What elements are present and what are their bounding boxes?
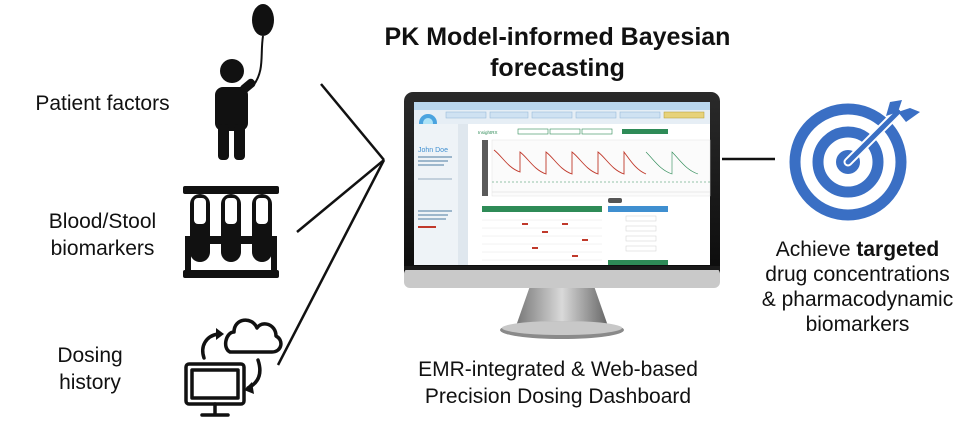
outcome-text: Achieve targeted drug concentrations & p… — [740, 237, 975, 337]
dashboard-monitor: John Doe InsightRX — [404, 92, 720, 339]
test-tubes-icon — [183, 186, 279, 278]
connector-patient — [320, 83, 385, 161]
connector-biomarkers — [296, 159, 385, 233]
diagram-title: PK Model-informed Bayesian forecasting — [330, 22, 785, 84]
outcome-line-1: Achieve targeted — [775, 238, 940, 261]
target-with-arrow-icon — [789, 100, 920, 221]
input-label-dosing-history: Dosing history — [57, 344, 123, 394]
person-with-balloon-icon — [215, 4, 274, 160]
computer-cloud-sync-icon — [184, 318, 283, 417]
connector-dosing — [276, 159, 386, 366]
input-label-biomarkers: Blood/Stool biomarkers — [48, 210, 157, 260]
dashboard-patient-name: John Doe — [418, 147, 448, 154]
title-line-1: PK Model-informed Bayesian — [384, 23, 731, 51]
outcome-emphasis: targeted — [856, 238, 940, 261]
input-label-patient-factors: Patient factors — [35, 92, 170, 115]
title-line-2: forecasting — [490, 54, 625, 82]
dashboard-caption: EMR-integrated & Web-based Precision Dos… — [418, 358, 698, 408]
dashboard-app-name: InsightRX — [478, 130, 498, 135]
